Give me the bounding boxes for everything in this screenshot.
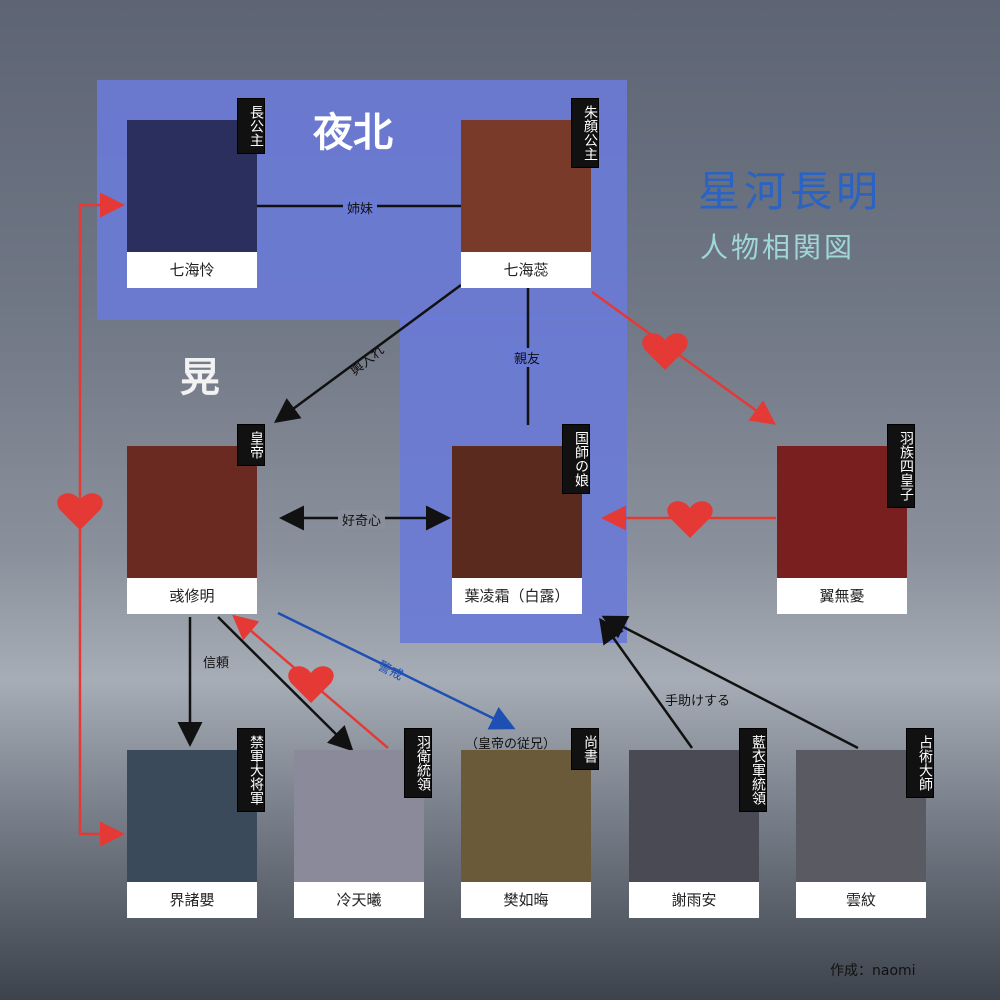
character-role: 朱顔公主	[571, 98, 599, 168]
region-title-yebei: 夜北	[313, 110, 393, 156]
character-name: 葉凌霜（白露）	[452, 578, 582, 614]
heart-icon	[642, 333, 688, 370]
arrow-love-shirui-yiwuyou	[591, 290, 777, 425]
portrait	[452, 446, 582, 578]
character-card-leng[interactable]: 冷天曦 羽衛統領	[294, 728, 432, 918]
arrow-yunwen-yeling	[601, 615, 859, 750]
character-card-xie[interactable]: 謝雨安 藍衣軍統領	[629, 728, 767, 918]
character-card-emperor[interactable]: 彧修明 皇帝	[127, 424, 265, 614]
character-name: 翼無憂	[777, 578, 907, 614]
character-name: 彧修明	[127, 578, 257, 614]
character-card-fan[interactable]: 樊如晦 尚書	[461, 728, 599, 918]
portrait	[461, 750, 591, 882]
chart-title: 星河長明	[698, 167, 883, 216]
label-cousin: （皇帝の従兄）	[465, 737, 557, 752]
character-role: 長公主	[237, 98, 265, 154]
label-trust: 信頼	[203, 656, 230, 671]
portrait	[127, 446, 257, 578]
character-name: 七海蕊	[461, 252, 591, 288]
character-name: 七海怜	[127, 252, 257, 288]
character-role: 藍衣軍統領	[739, 728, 767, 812]
arrow-help	[599, 617, 694, 749]
label-friend: 親友	[510, 348, 545, 367]
character-role: 羽衛統領	[404, 728, 432, 798]
heart-icon	[667, 501, 713, 538]
character-card-yunwen[interactable]: 雲紋 占術大師	[796, 728, 934, 918]
portrait	[127, 120, 257, 252]
portrait	[629, 750, 759, 882]
heart-icon	[288, 666, 334, 703]
heart-icon	[57, 493, 103, 530]
character-card-jie[interactable]: 界諸嬰 禁軍大将軍	[127, 728, 265, 918]
character-role: 羽族四皇子	[887, 424, 915, 508]
character-card-hairei[interactable]: 七海怜 長公主	[127, 98, 265, 288]
label-sisters: 姉妹	[343, 198, 378, 217]
character-card-yeling[interactable]: 葉凌霜（白露） 国師の娘	[452, 424, 590, 614]
character-role: 占術大師	[906, 728, 934, 798]
author-credit: 作成：naomi	[830, 963, 916, 979]
region-title-huang: 晃	[180, 355, 220, 401]
arrow-caution	[277, 611, 516, 730]
label-curiosity: 好奇心	[338, 510, 386, 529]
character-name: 樊如晦	[461, 882, 591, 918]
portrait	[777, 446, 907, 578]
character-name: 界諸嬰	[127, 882, 257, 918]
chart-subtitle: 人物相関図	[700, 231, 856, 264]
character-role: 尚書	[571, 728, 599, 770]
arrow-marriage	[273, 283, 462, 423]
character-role: 国師の娘	[562, 424, 590, 494]
portrait	[127, 750, 257, 882]
character-name: 冷天曦	[294, 882, 424, 918]
character-name: 雲紋	[796, 882, 926, 918]
character-card-yiwuyou[interactable]: 翼無憂 羽族四皇子	[777, 424, 915, 614]
label-help: 手助けする	[665, 694, 731, 709]
portrait	[294, 750, 424, 882]
character-name: 謝雨安	[629, 882, 759, 918]
portrait	[796, 750, 926, 882]
character-card-shirui[interactable]: 七海蕊 朱顔公主	[461, 98, 599, 288]
character-role: 禁軍大将軍	[237, 728, 265, 812]
character-role: 皇帝	[237, 424, 265, 466]
portrait	[461, 120, 591, 252]
